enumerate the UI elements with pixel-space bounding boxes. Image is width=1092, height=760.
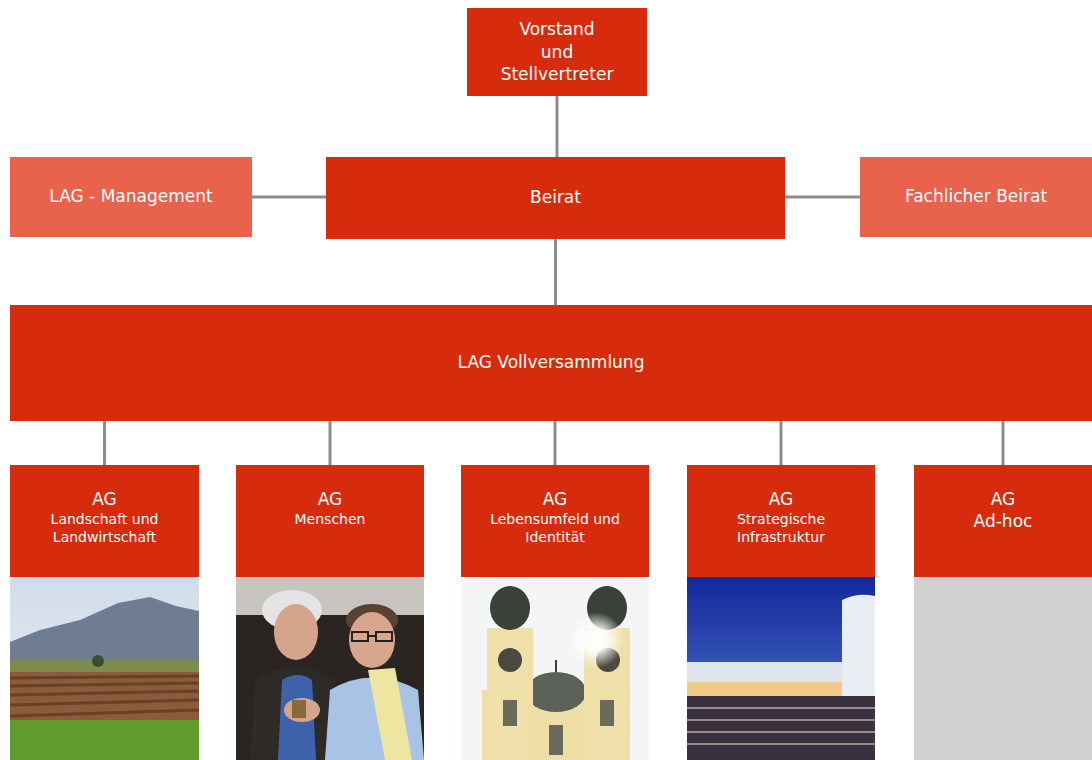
org-box: Beirat: [326, 157, 785, 239]
grass: [10, 720, 199, 760]
sky: [687, 577, 875, 760]
background: [236, 577, 424, 760]
org-box: LAG Vollversammlung: [10, 305, 1092, 421]
box-label: Vorstand und Stellvertreter: [501, 18, 614, 87]
sky: [10, 577, 199, 760]
tree: [92, 655, 104, 667]
connector-line: [554, 421, 557, 465]
clock: [498, 648, 522, 672]
window: [503, 700, 517, 726]
connector-line: [252, 196, 326, 199]
steps: [687, 696, 875, 760]
furrows: [10, 676, 199, 716]
sun: [568, 612, 624, 668]
window: [549, 725, 563, 755]
connector-line: [780, 421, 783, 465]
step-edges: [687, 708, 875, 744]
working-group-box: AGMenschen: [236, 465, 424, 577]
box-label: AG: [318, 489, 343, 510]
field: [10, 672, 199, 724]
box-label: AG: [543, 489, 568, 510]
face: [274, 604, 318, 660]
window: [600, 700, 614, 726]
box-label: AG: [92, 489, 117, 510]
box-label: Beirat: [530, 187, 581, 208]
landscape-photo: [10, 577, 199, 760]
box-subtitle: Ad-hoc: [974, 511, 1033, 532]
box-label: AG: [991, 489, 1016, 510]
building-photo: [687, 577, 875, 760]
empty-panel: [914, 577, 1092, 760]
mountains: [10, 597, 199, 668]
hands: [284, 698, 320, 722]
box-label: LAG - Management: [49, 186, 212, 207]
church-photo: [461, 577, 649, 760]
connector-line: [103, 421, 106, 465]
org-box: LAG - Management: [10, 157, 252, 237]
working-group-box: AGStrategische Infrastruktur: [687, 465, 875, 577]
dome: [526, 672, 586, 712]
box-subtitle: Menschen: [295, 511, 366, 529]
box-subtitle: Strategische Infrastruktur: [695, 511, 867, 546]
box-label: AG: [769, 489, 794, 510]
org-box: Vorstand und Stellvertreter: [467, 8, 647, 96]
connector-line: [1002, 421, 1005, 465]
sky: [461, 577, 649, 760]
glasses: [352, 632, 392, 641]
box-label: Fachlicher Beirat: [905, 186, 1047, 207]
connector-line: [556, 96, 559, 157]
meadow: [10, 660, 199, 672]
face: [349, 612, 395, 668]
box-subtitle: Lebensumfeld und Identität: [469, 511, 641, 546]
connector-line: [554, 239, 557, 305]
tower: [842, 595, 875, 700]
org-box: Fachlicher Beirat: [860, 157, 1092, 237]
scarf: [368, 668, 412, 760]
working-group-box: AGLebensumfeld und Identität: [461, 465, 649, 577]
tower: [487, 628, 533, 760]
people-photo: [236, 577, 424, 760]
object: [292, 700, 306, 718]
working-group-box: AGLandschaft und Landwirtschaft: [10, 465, 199, 577]
connector-line: [785, 196, 860, 199]
working-group-box: AGAd-hoc: [914, 465, 1092, 577]
box-subtitle: Landschaft und Landwirtschaft: [18, 511, 191, 546]
box-label: LAG Vollversammlung: [458, 352, 645, 373]
connector-line: [329, 421, 332, 465]
